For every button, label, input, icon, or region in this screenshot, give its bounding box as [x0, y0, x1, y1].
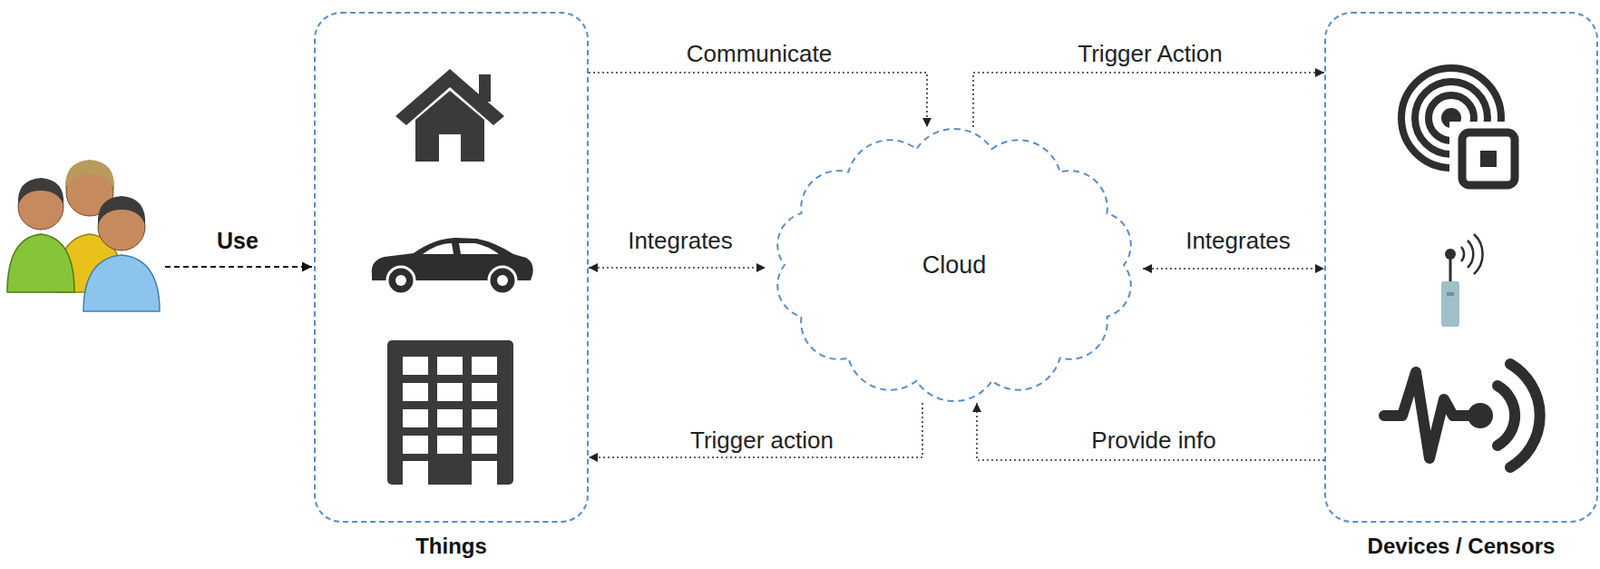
group-heading: Devices / Censors	[1324, 533, 1599, 559]
antenna-icon	[1441, 234, 1483, 327]
dotted-connector	[588, 266, 766, 269]
group-box: Things	[313, 11, 589, 559]
edge-label: Trigger Action	[1073, 39, 1226, 68]
edge-label: Integrates	[1181, 226, 1295, 254]
rfid-icon	[1401, 68, 1526, 198]
dotted-connector	[973, 72, 1325, 127]
free-label-holder: Use	[216, 226, 259, 254]
edge-label-holder: Communicate	[682, 39, 836, 68]
group-heading: Things	[313, 533, 589, 559]
edge-label: Communicate	[682, 39, 836, 68]
action-label: Use	[216, 226, 259, 254]
dashed-outline	[313, 11, 589, 523]
edge-label: Trigger action	[686, 426, 838, 454]
dotted-connector	[588, 402, 923, 458]
dotted-connector	[1142, 267, 1325, 270]
building-icon	[387, 340, 514, 485]
edge-label-holder: Trigger action	[686, 426, 838, 454]
edge-label-holder: Provide info	[1087, 426, 1220, 454]
group-box: Devices / Censors	[1324, 11, 1599, 559]
cloud-shape: Cloud	[765, 126, 1143, 403]
pulse-icon	[1384, 363, 1541, 468]
dotted-connector	[588, 72, 927, 127]
house-icon	[395, 68, 505, 162]
dotted-connector	[976, 402, 1325, 460]
use-arrow	[165, 266, 313, 268]
edge-label-holder: Integrates	[1181, 226, 1295, 254]
edge-label-holder: Integrates	[624, 226, 737, 254]
cloud-path	[777, 128, 1132, 401]
car-icon	[371, 237, 534, 294]
edge-label-holder: Trigger Action	[1073, 39, 1226, 68]
dashed-outline	[1324, 11, 1599, 523]
edge-label: Provide info	[1087, 426, 1220, 454]
cloud-label: Cloud	[922, 251, 987, 280]
people-icon	[7, 159, 160, 312]
edge-label: Integrates	[624, 226, 737, 254]
